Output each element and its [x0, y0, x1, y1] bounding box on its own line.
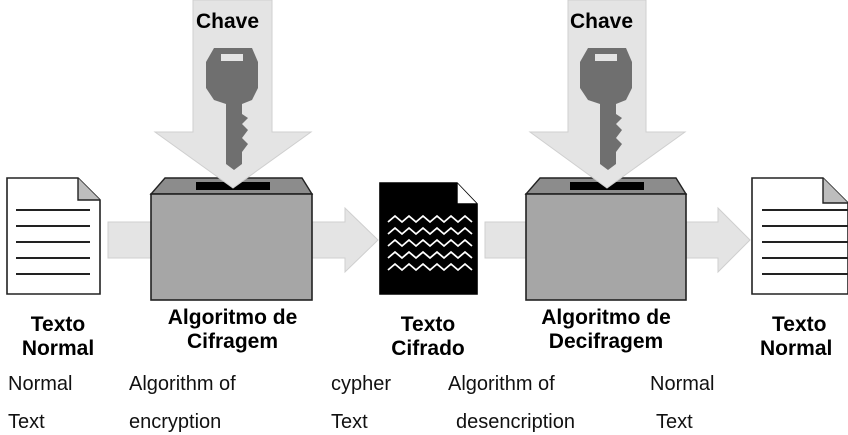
key-icon	[580, 48, 632, 170]
key-icon	[206, 48, 258, 170]
key-title-decrypt: Chave	[570, 10, 634, 33]
encryption-box	[149, 177, 314, 301]
english-plain-in-2: Text	[8, 411, 45, 433]
english-cipher-2: Text	[331, 411, 368, 433]
flow-arrow-4	[685, 206, 751, 274]
label-line: Cifragem	[186, 330, 279, 353]
key-title-encrypt: Chave	[196, 10, 260, 33]
label-line: Texto	[772, 313, 827, 336]
label-line: Texto	[400, 313, 456, 336]
label-line: Algoritmo de	[167, 306, 298, 329]
english-encrypt-1: Algorithm of	[129, 373, 236, 395]
label-plain-out: Texto Normal	[760, 313, 848, 361]
label-decrypt: Algoritmo de Decifragem	[515, 306, 697, 354]
english-plain-out-2: Text	[656, 411, 693, 433]
decryption-box	[524, 177, 688, 301]
label-line: Texto	[30, 313, 86, 336]
english-cipher-1: cypher	[331, 373, 392, 395]
flow-arrow-2	[311, 206, 379, 274]
label-cipher: Texto Cifrado	[376, 313, 480, 361]
label-plain-in: Texto Normal	[14, 313, 102, 361]
flow-arrow-3	[484, 221, 527, 259]
plain-document-icon	[6, 177, 101, 295]
english-decrypt-2: desencription	[456, 411, 575, 433]
label-line: Cifrado	[391, 337, 465, 360]
plain-document-icon	[751, 177, 848, 295]
english-plain-in-1: Normal	[8, 373, 73, 395]
label-line: Decifragem	[548, 330, 664, 353]
cipher-document-icon	[379, 182, 478, 295]
english-encrypt-2: encryption	[129, 411, 222, 433]
label-line: Algoritmo de	[541, 306, 671, 329]
label-line: Normal	[21, 337, 95, 360]
flow-arrow-1	[107, 221, 152, 259]
label-encrypt: Algoritmo de Cifragem	[145, 306, 320, 354]
english-decrypt-1: Algorithm of	[448, 373, 555, 395]
english-plain-out-1: Normal	[650, 373, 715, 395]
label-line: Normal	[760, 337, 833, 360]
